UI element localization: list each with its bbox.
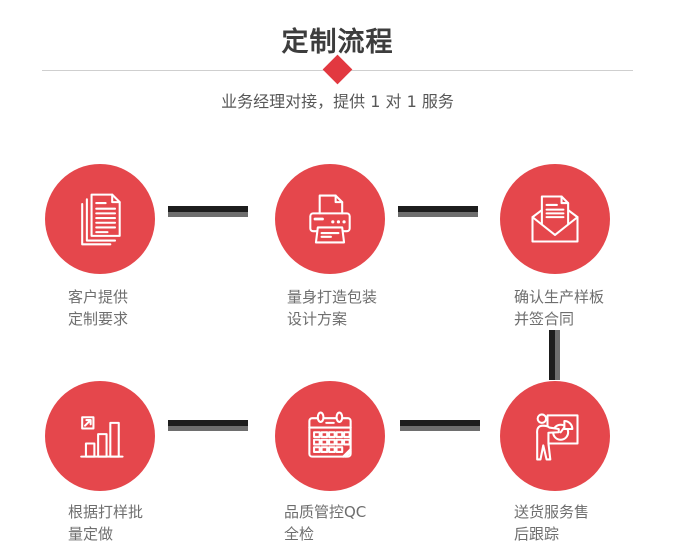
step-3-label: 确认生产样板 并签合同: [514, 286, 604, 330]
step-5-label-line2: 全检: [284, 525, 315, 543]
step-6-circle: [500, 381, 610, 491]
step-4-label: 根据打样批 量定做: [68, 501, 143, 545]
envelope-icon: [525, 189, 585, 249]
calendar-icon: [300, 406, 360, 466]
diamond-icon: [322, 54, 353, 85]
connector-step5-step6: [400, 420, 480, 431]
step-6-label-line1: 送货服务售: [514, 503, 590, 521]
step-6-label: 送货服务售 后跟踪: [514, 501, 589, 545]
step-3-circle: [500, 164, 610, 274]
step-1-label-line1: 客户提供: [68, 288, 129, 306]
step-5-circle: [275, 381, 385, 491]
step-6-label-line2: 后跟踪: [514, 525, 560, 543]
step-4-circle: [45, 381, 155, 491]
page-title: 定制流程: [281, 27, 394, 58]
documents-icon: [70, 189, 130, 249]
step-3-label-line2: 并签合同: [514, 310, 575, 328]
step-1-label: 客户提供 定制要求: [68, 286, 128, 330]
step-2-circle: [275, 164, 385, 274]
step-2-label-line1: 量身打造包装: [287, 288, 378, 306]
connector-step3-step6: [549, 330, 560, 380]
page-subtitle: 业务经理对接，提供 1 对 1 服务: [221, 92, 454, 111]
step-1-circle: [45, 164, 155, 274]
connector-step4-step5: [168, 420, 248, 431]
step-2-label-line2: 设计方案: [287, 310, 348, 328]
step-4-label-line1: 根据打样批: [68, 503, 144, 521]
step-2-label: 量身打造包装 设计方案: [287, 286, 377, 330]
step-5-label: 品质管控QC 全检: [284, 501, 366, 545]
step-3-label-line1: 确认生产样板: [514, 288, 605, 306]
step-5-label-line1: 品质管控QC: [284, 503, 367, 521]
step-4-label-line2: 量定做: [68, 525, 114, 543]
bar-chart-icon: [70, 406, 130, 466]
presentation-icon: [525, 406, 585, 466]
step-1-label-line2: 定制要求: [68, 310, 129, 328]
printer-icon: [300, 189, 360, 249]
connector-step1-step2: [168, 206, 248, 217]
connector-step2-step3: [398, 206, 478, 217]
